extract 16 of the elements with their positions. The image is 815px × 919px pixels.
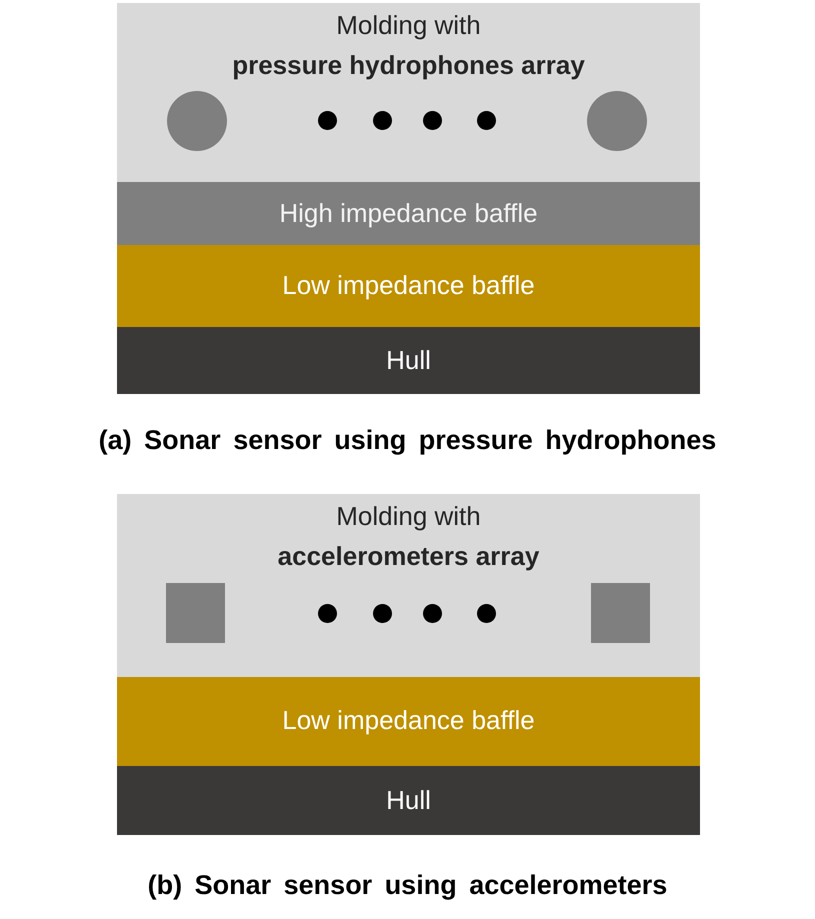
layer-label: Molding with accelerometers array: [278, 500, 540, 573]
layer-label: Low impedance baffle: [282, 269, 535, 302]
hull-layer: [117, 766, 700, 835]
figure-caption: (a) Sonar sensor using pressure hydrophones: [98, 424, 716, 457]
layer-label: Molding with pressure hydrophones array: [232, 9, 585, 82]
figure-caption: (b) Sonar sensor using accelerometers: [148, 869, 668, 902]
layer-label: Hull: [386, 344, 431, 377]
baffle-layer: [117, 245, 700, 327]
layer-label: High impedance baffle: [279, 197, 538, 230]
molding-layer: [117, 494, 700, 677]
layer-label: Low impedance baffle: [282, 704, 535, 737]
baffle-layer: [117, 182, 700, 245]
baffle-layer: [117, 677, 700, 766]
layer-label: Hull: [386, 784, 431, 817]
molding-layer: [117, 3, 700, 182]
hull-layer: [117, 327, 700, 394]
